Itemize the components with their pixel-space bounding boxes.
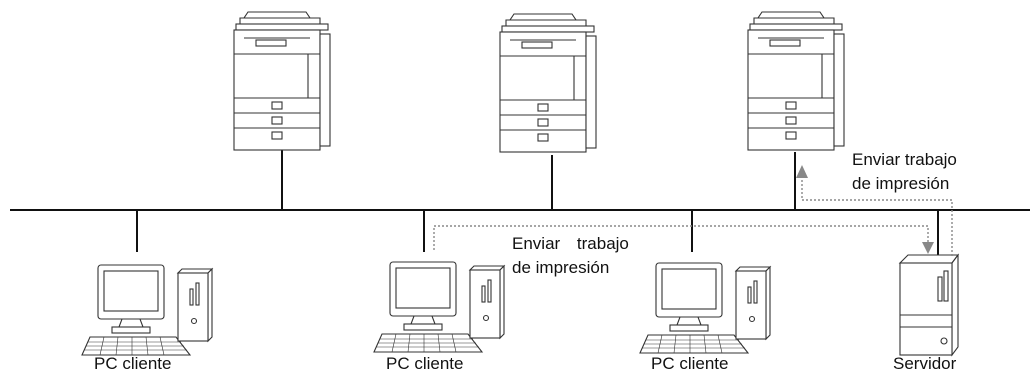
printer-icon	[499, 13, 597, 153]
arrow-up-icon	[796, 165, 808, 178]
desktop-computer-icon	[81, 264, 213, 356]
print-path-server-to-printer	[801, 178, 953, 256]
desktop-computer-icon	[373, 261, 505, 353]
pc-client-label: PC cliente	[94, 354, 172, 373]
pc-client-label: PC cliente	[651, 354, 729, 373]
desktop-computer-icon	[639, 262, 771, 354]
note-line: Enviar trabajo	[852, 150, 957, 169]
print-path-client-to-server	[433, 225, 929, 250]
note-line: de impresión	[852, 174, 950, 193]
printer-icon	[233, 11, 331, 151]
printer-icon	[747, 11, 845, 151]
note-line: Enviar trabajo	[512, 234, 629, 253]
pc-client-label: PC cliente	[386, 354, 464, 373]
arrow-down-icon	[922, 242, 934, 254]
send-print-job-note-client: Enviar trabajo de impresión	[512, 232, 629, 280]
server-label: Servidor	[893, 354, 957, 373]
note-line: de impresión	[512, 258, 610, 277]
server-tower-icon	[899, 254, 959, 356]
send-print-job-note-server: Enviar trabajo de impresión	[852, 148, 957, 196]
